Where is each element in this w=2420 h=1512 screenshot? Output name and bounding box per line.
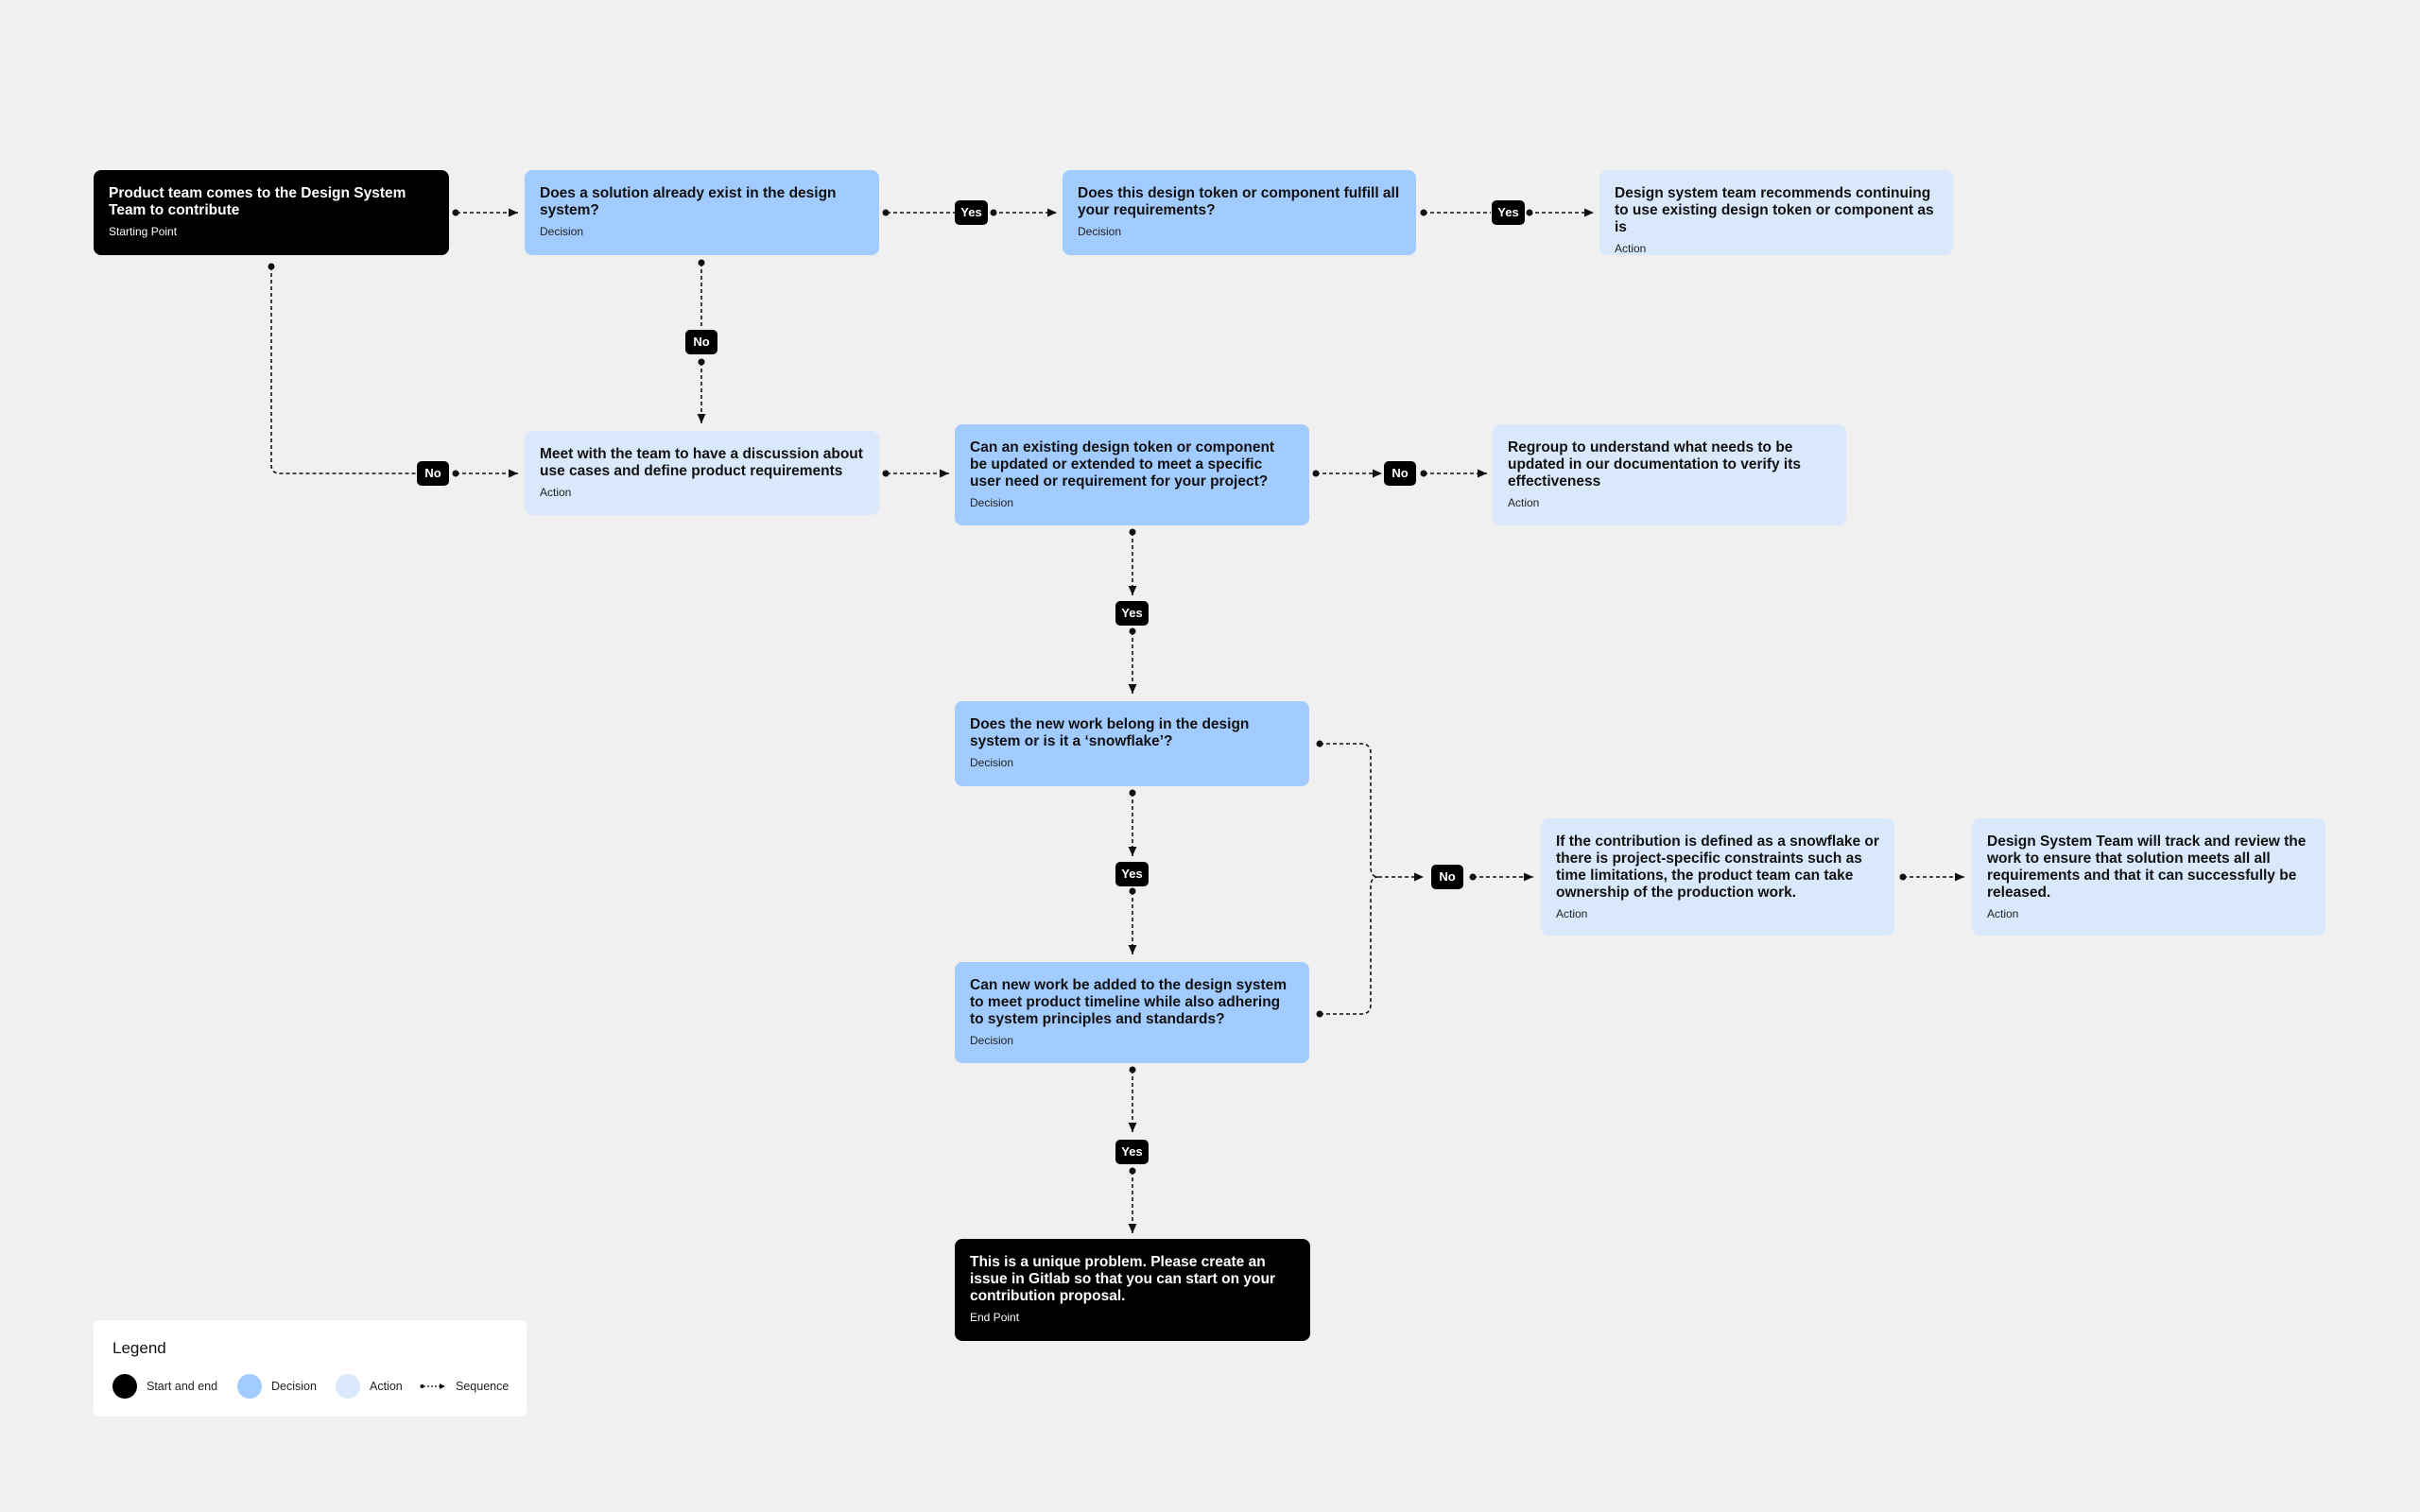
node-text: If the contribution is defined as a snow… [1556,833,1879,901]
connector-dot [1129,887,1136,895]
connector-dot [990,209,997,216]
badge-yes: Yes [1115,862,1149,886]
connector-start-to-no [270,266,417,474]
node-text: Design system team recommends continuing… [1615,185,1934,235]
connector-dot [1312,470,1320,477]
legend-item-action: Action [336,1374,403,1399]
badge-no: No [1431,865,1463,889]
connector-dot [1129,528,1136,536]
connector-dot [1316,1010,1323,1018]
connector-dot [1420,209,1427,216]
node-text: Design System Team will track and review… [1987,833,2307,901]
connector-dot [1469,873,1477,881]
connector-dot [1899,873,1907,881]
node-kind-label: Action [1508,496,1540,509]
node-kind-label: Decision [970,1034,1014,1047]
badge-yes: Yes [1115,1140,1149,1164]
connector-dot [1129,1167,1136,1175]
legend-label: Action [370,1380,403,1393]
legend-label: Start and end [147,1380,218,1393]
node-kind-label: Decision [970,496,1014,509]
connector-dot [1129,627,1136,635]
node-text: Does a solution already exist in the des… [540,185,837,218]
connector-dot [1129,1066,1136,1074]
badge-yes: Yes [1115,601,1149,626]
filled-circle-action-icon [336,1374,360,1399]
connector-dot [452,209,459,216]
node-kind-label: Action [1615,242,1647,255]
node-action-use-existing[interactable]: Design system team recommends continuing… [1599,170,1953,255]
connector-dot [268,263,275,270]
node-text: Does this design token or component fulf… [1078,185,1400,218]
connector-dot [882,209,890,216]
badge-yes: Yes [955,200,988,225]
node-action-snowflake-ownership[interactable]: If the contribution is defined as a snow… [1541,818,1894,936]
node-end[interactable]: This is a unique problem. Please create … [955,1239,1310,1341]
node-action-track-review[interactable]: Design System Team will track and review… [1972,818,2325,936]
node-text: Product team comes to the Design System … [109,185,406,218]
legend-panel: Legend Start and end Decision Action Seq… [94,1320,527,1417]
node-text: This is a unique problem. Please create … [970,1254,1275,1304]
badge-yes: Yes [1492,200,1525,225]
node-start[interactable]: Product team comes to the Design System … [94,170,449,255]
connector-dot [698,259,705,266]
node-decision-meet-timeline[interactable]: Can new work be added to the design syst… [955,962,1309,1063]
connector-belong-to-merge [1320,743,1379,878]
node-text: Can an existing design token or componen… [970,439,1275,490]
node-decision-update-extend[interactable]: Can an existing design token or componen… [955,424,1309,525]
node-kind-label: Action [1987,907,2019,920]
legend-item-sequence: Sequence [420,1374,509,1399]
connector-dot [1420,470,1427,477]
node-kind-label: Decision [540,225,584,238]
node-kind-label: Action [1556,907,1588,920]
node-kind-label: End Point [970,1311,1020,1324]
filled-circle-black-icon [112,1374,137,1399]
dotted-arrow-icon [420,1383,445,1389]
legend-label: Sequence [456,1380,510,1393]
connector-dot [1316,740,1323,747]
legend-item-start-end: Start and end [112,1374,217,1399]
legend-title: Legend [112,1339,166,1357]
node-kind-label: Decision [970,756,1014,769]
connector-timeline-to-merge [1320,876,1379,1015]
node-kind-label: Starting Point [109,225,178,238]
node-decision-fulfill-requirements[interactable]: Does this design token or component fulf… [1063,170,1416,255]
badge-no: No [1384,461,1416,486]
node-kind-label: Action [540,486,572,499]
node-action-regroup[interactable]: Regroup to understand what needs to be u… [1493,424,1846,525]
badge-no: No [685,330,717,354]
node-decision-belongs-or-snowflake[interactable]: Does the new work belong in the design s… [955,701,1309,786]
node-action-meet-team[interactable]: Meet with the team to have a discussion … [525,431,879,515]
node-kind-label: Decision [1078,225,1122,238]
connector-dot [882,470,890,477]
node-text: Meet with the team to have a discussion … [540,446,863,479]
connector-dot [452,470,459,477]
legend-label: Decision [271,1380,317,1393]
node-text: Does the new work belong in the design s… [970,716,1250,749]
connector-dot [698,358,705,366]
node-decision-solution-exists[interactable]: Does a solution already exist in the des… [525,170,879,255]
connector-dot [1129,789,1136,797]
badge-no: No [417,461,449,486]
filled-circle-decision-icon [237,1374,262,1399]
node-text: Regroup to understand what needs to be u… [1508,439,1802,490]
node-text: Can new work be added to the design syst… [970,977,1288,1027]
connector-dot [1526,209,1533,216]
legend-item-decision: Decision [237,1374,317,1399]
